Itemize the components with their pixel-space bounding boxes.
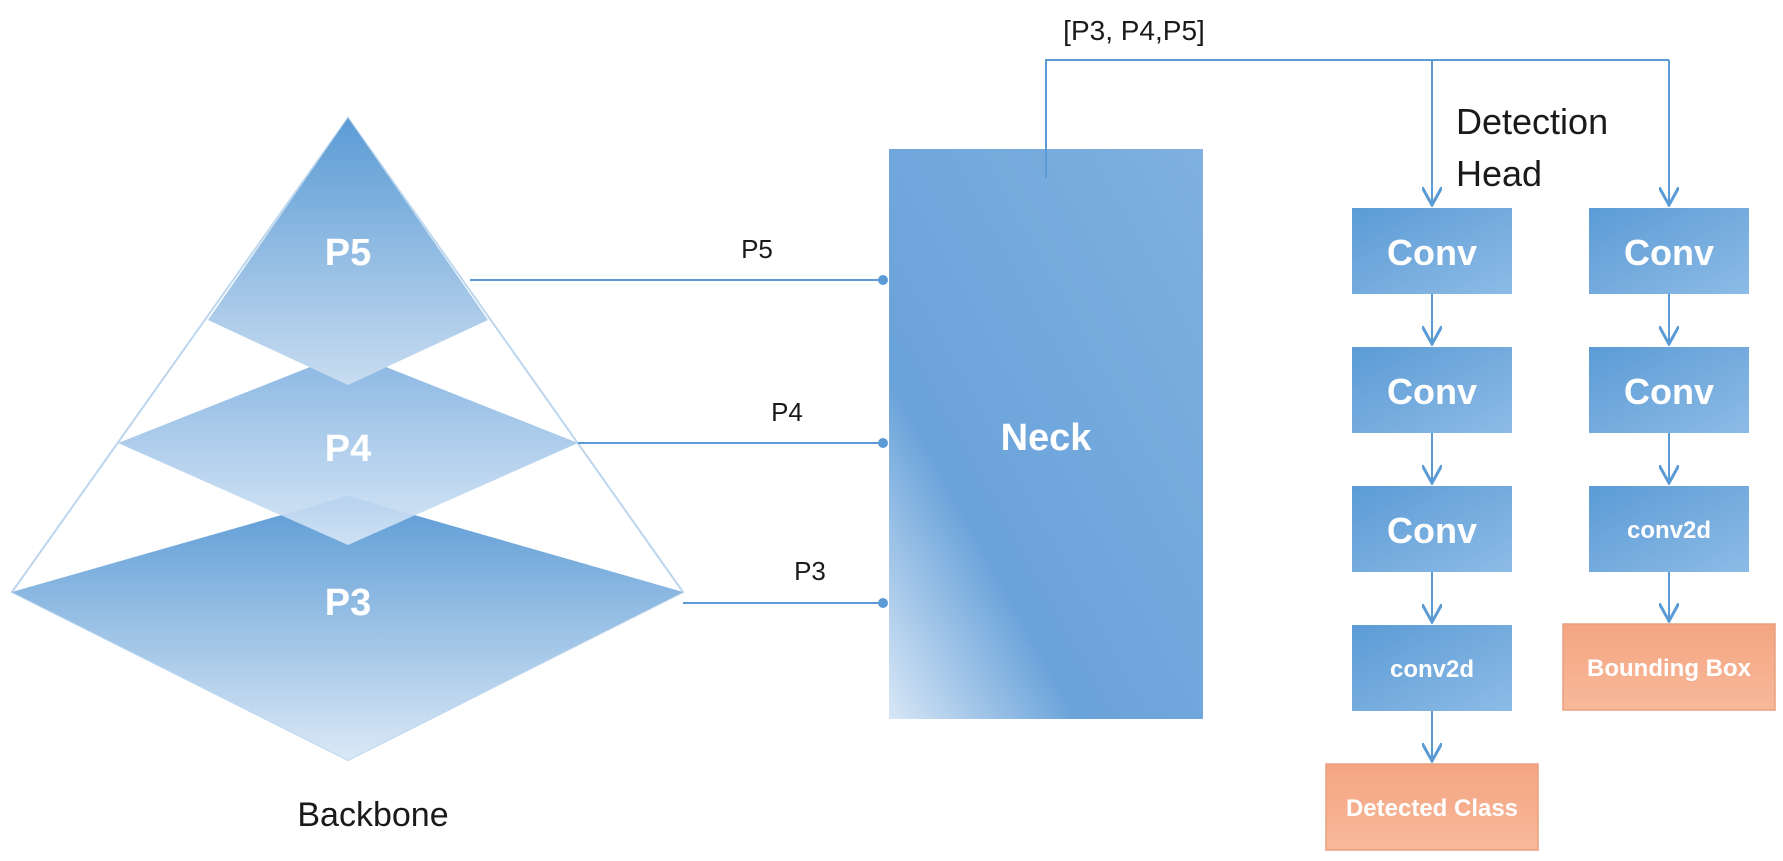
p3-level-label: P3 (325, 582, 371, 624)
class-branch: Conv Conv Conv conv2d Detected Class (1325, 208, 1539, 851)
class-conv2d-label: conv2d (1390, 656, 1474, 683)
box-conv-block-2 (1589, 347, 1749, 433)
box-conv2d-block (1589, 486, 1749, 572)
neck-label: Neck (1001, 417, 1093, 459)
box-conv-label-2: Conv (1624, 371, 1714, 412)
class-conv-label-2: Conv (1387, 371, 1477, 412)
class-conv-block-2 (1352, 347, 1512, 433)
p5-connector-dot (878, 275, 888, 285)
class-conv2d-block (1352, 625, 1512, 711)
backbone-title: Backbone (297, 796, 448, 834)
box-conv-block-1 (1589, 208, 1749, 294)
p3-layer (12, 496, 683, 760)
bounding-box-output (1562, 623, 1776, 711)
detection-head-title-line2: Head (1456, 153, 1542, 194)
neck-rect (889, 149, 1203, 719)
class-conv-block-3 (1352, 486, 1512, 572)
p3-connector-label: P3 (794, 556, 826, 586)
class-conv-label-3: Conv (1387, 510, 1477, 551)
p4-connector-label: P4 (771, 397, 803, 427)
box-conv2d-label: conv2d (1627, 517, 1711, 544)
p5-connector-label: P5 (741, 234, 773, 264)
detection-head-title-line1: Detection (1456, 101, 1608, 142)
detected-class-output (1325, 763, 1539, 851)
p4-layer (118, 352, 578, 545)
p5-layer (208, 118, 488, 385)
p5-level-label: P5 (325, 232, 371, 274)
box-branch: Conv Conv conv2d Bounding Box (1562, 208, 1776, 711)
head-routing: [P3, P4,P5] Detection Head (1045, 15, 1669, 205)
class-conv-block-1 (1352, 208, 1512, 294)
p4-level-label: P4 (325, 428, 371, 470)
p4-connector-dot (878, 438, 888, 448)
class-conv-label-1: Conv (1387, 232, 1477, 273)
detected-class-label: Detected Class (1346, 795, 1518, 822)
feature-connectors: P5 P4 P3 (470, 234, 888, 608)
bounding-box-label: Bounding Box (1587, 655, 1752, 682)
backbone-pyramid: P5 P4 P3 Backbone (10, 116, 685, 834)
p3-connector-dot (878, 598, 888, 608)
neck-output-line (1045, 59, 1669, 178)
neck-block: Neck (889, 149, 1203, 719)
box-conv-label-1: Conv (1624, 232, 1714, 273)
multi-scale-label: [P3, P4,P5] (1063, 15, 1205, 46)
